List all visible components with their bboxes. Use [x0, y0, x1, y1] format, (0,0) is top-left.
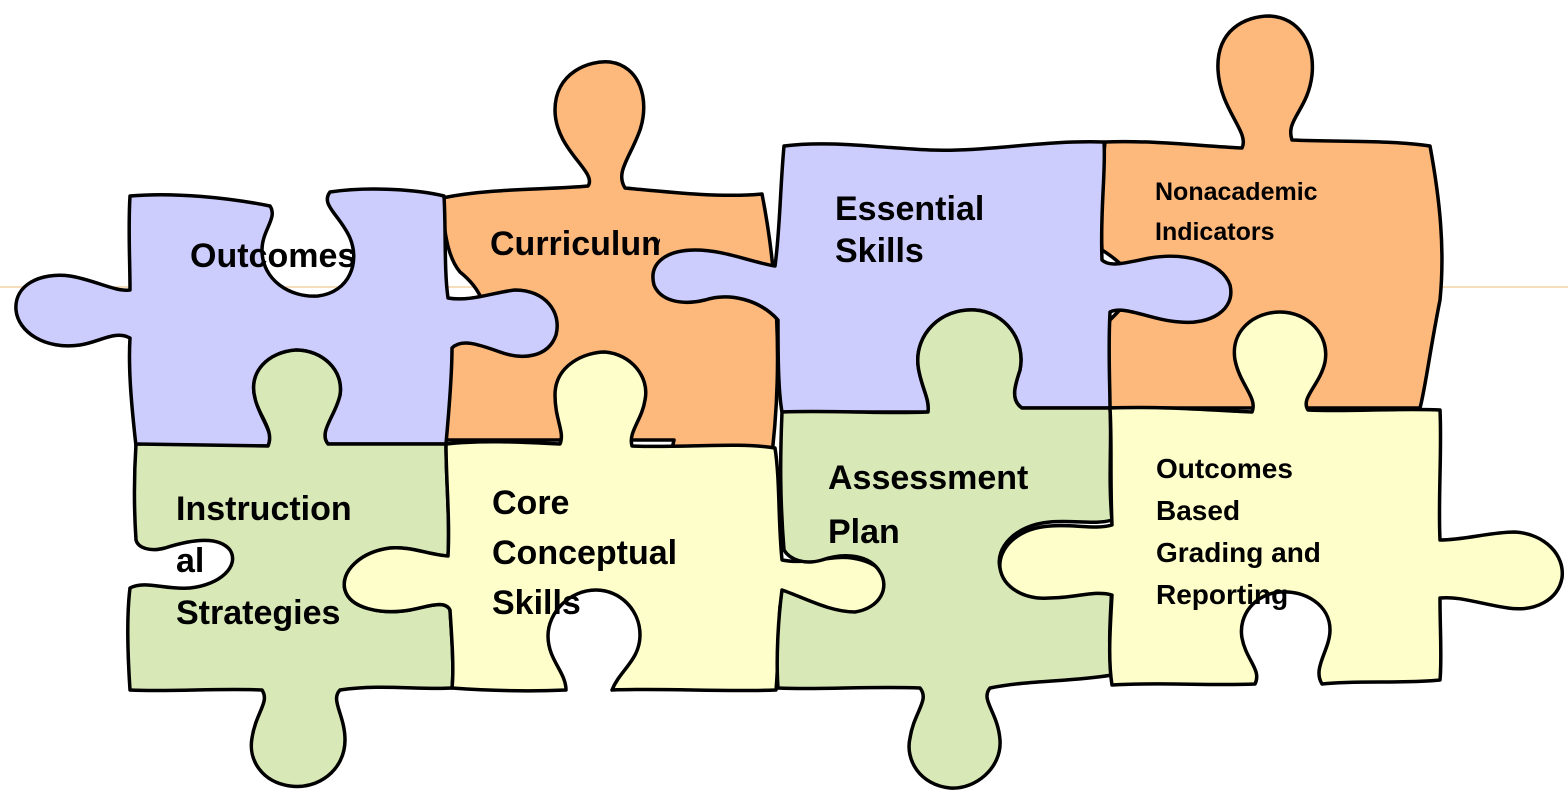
piece-outcomes: [14, 187, 559, 448]
label-curriculum: Curriculum: [490, 225, 660, 263]
label-assessment-plan: Assessment Plan: [828, 459, 1029, 551]
label-outcomes-based-grading: Outcomes Based Grading and Reporting: [1156, 453, 1321, 610]
label-outcomes: Outcomes: [190, 237, 357, 275]
label-essential-skills: Essential Skills: [835, 190, 985, 270]
piece-assessment-plan: [775, 308, 1114, 790]
piece-outcomes-based-grading: [998, 310, 1564, 687]
label-instructional-strategies: Instruction al Strategies: [176, 490, 352, 632]
label-core-conceptual-skills: Core Conceptual Skills: [492, 484, 678, 622]
label-nonacademic-indicators: Nonacademic Indicators: [1155, 178, 1318, 246]
piece-instructional-strategies: [125, 348, 455, 789]
piece-core-conceptual-skills: [342, 350, 893, 693]
